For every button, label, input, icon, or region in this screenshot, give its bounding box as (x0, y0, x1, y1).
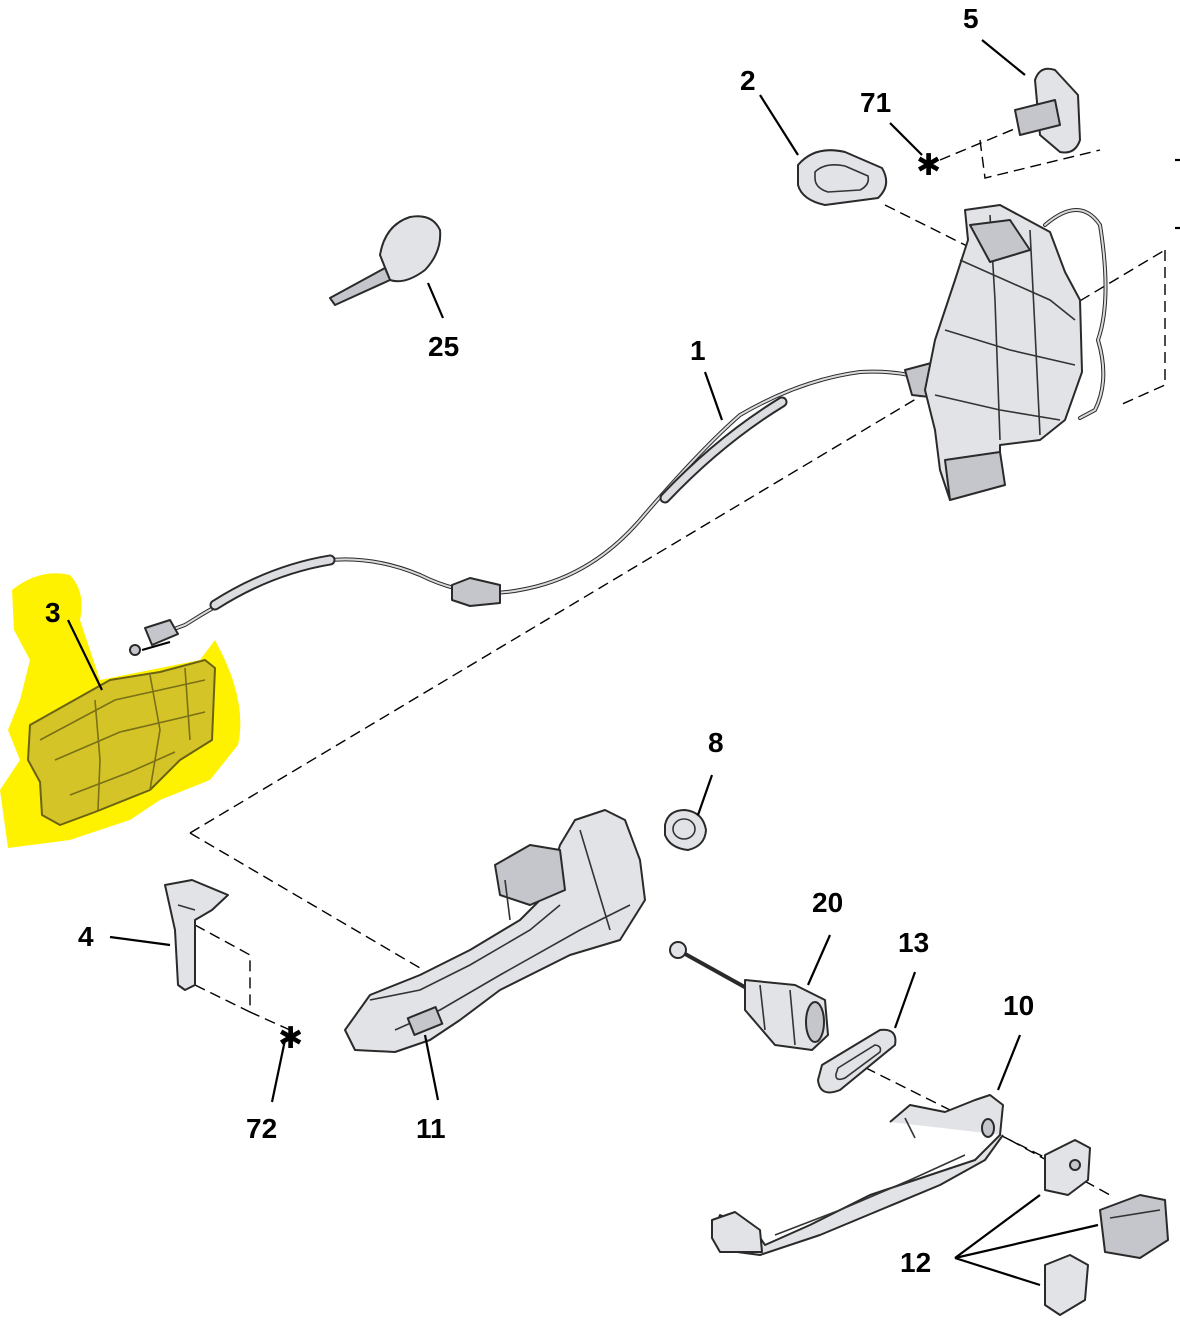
part-25-key[interactable] (329, 215, 445, 319)
part-3-inner-mechanism[interactable] (0, 573, 241, 848)
part-5-striker[interactable] (981, 39, 1081, 154)
fastener-72[interactable]: ✱ (270, 1021, 303, 1103)
leader-lines (67, 371, 724, 691)
part-4-bracket[interactable] (109, 879, 229, 991)
part-20-lock-cylinder[interactable] (669, 934, 832, 1051)
edge-callout-fragments (1175, 158, 1180, 230)
callout-20[interactable]: 20 (812, 887, 843, 918)
callout-25[interactable]: 25 (428, 331, 459, 362)
callout-labels: 1 2 3 4 5 8 10 11 12 13 20 25 71 72 (45, 3, 1034, 1278)
fastener-71[interactable]: ✱ (889, 122, 941, 183)
part-10-outer-handle[interactable] (711, 1034, 1022, 1256)
part-8-grommet[interactable] (664, 774, 714, 851)
callout-10[interactable]: 10 (1003, 990, 1034, 1021)
callout-4[interactable]: 4 (78, 921, 94, 952)
callout-12[interactable]: 12 (900, 1247, 931, 1278)
part-12-handle-caps[interactable] (954, 1139, 1169, 1316)
callout-71[interactable]: 71 (860, 87, 891, 118)
part-11-handle-frame[interactable] (344, 809, 646, 1101)
callout-72[interactable]: 72 (246, 1113, 277, 1144)
callout-3[interactable]: 3 (45, 597, 61, 628)
part-13-gasket[interactable] (817, 971, 917, 1094)
callout-13[interactable]: 13 (898, 927, 929, 958)
part-1-release-cable[interactable] (144, 361, 949, 646)
callout-5[interactable]: 5 (963, 3, 979, 34)
callout-11[interactable]: 11 (416, 1113, 446, 1144)
door-lock-latch-body[interactable] (924, 204, 1108, 501)
callout-8[interactable]: 8 (708, 727, 724, 758)
callout-2[interactable]: 2 (740, 65, 756, 96)
callout-1[interactable]: 1 (690, 335, 706, 366)
part-2-seal-ring[interactable] (759, 94, 888, 206)
